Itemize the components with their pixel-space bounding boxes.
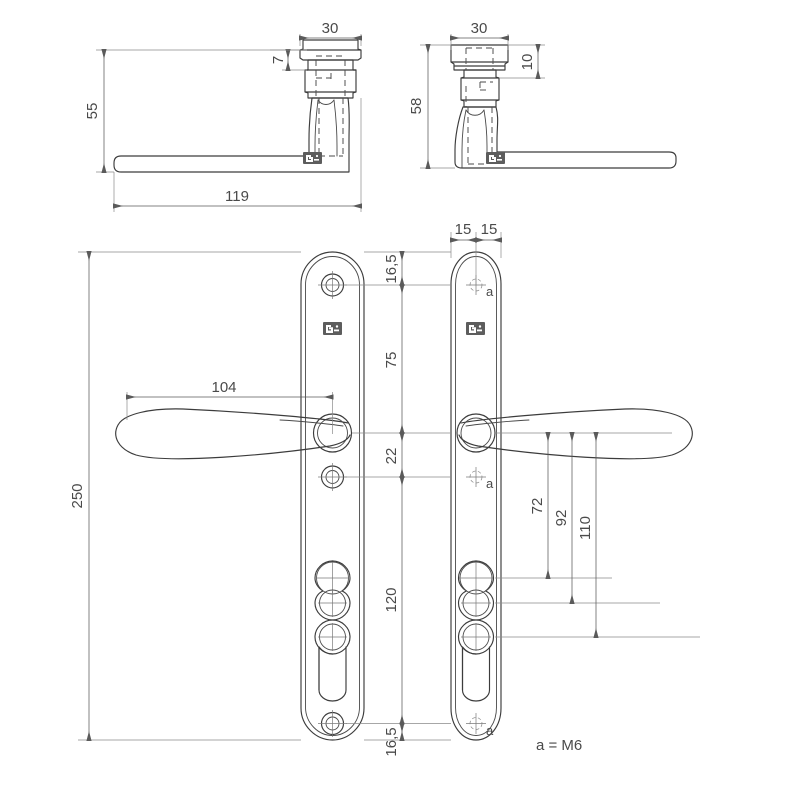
cylinder-cutout-right: [457, 560, 495, 702]
thread-label-a-mid: a: [486, 476, 494, 491]
fixing-screw-top-left: [318, 271, 347, 299]
thread-hole-mid-right: a: [466, 467, 494, 491]
dim-120: 120: [383, 476, 405, 725]
lever-hidden-bore-right: [467, 107, 493, 165]
brand-logo-icon-top-right: [486, 152, 505, 164]
brand-logo-icon-top-left: [303, 152, 322, 164]
brand-logo-icon-plate-right: [466, 322, 485, 335]
lever-rosette-right: [450, 44, 509, 108]
thread-hole-top-right: a: [466, 275, 494, 299]
view-top-left-lever: 30 7 55 119: [84, 20, 362, 212]
dim-30-right-label: 30: [471, 20, 488, 37]
dim-72-label: 72: [529, 498, 546, 515]
dim-22: 22: [383, 432, 405, 478]
backplate-right-outline: [450, 251, 502, 741]
view-top-right-lever: 30 10 58: [408, 20, 677, 169]
thread-label-a-bottom: a: [486, 723, 494, 738]
dim-chain-vertical: 16,5 75 22 120 16,5: [344, 251, 451, 757]
dim-15-left-label: 15: [455, 221, 472, 238]
dim-10-right-label: 10: [519, 54, 536, 71]
dim-58-right-label: 58: [408, 98, 425, 115]
cylinder-cutout-left: [314, 560, 351, 702]
thread-label-a-top: a: [486, 284, 494, 299]
dim-55-left-label: 55: [84, 103, 101, 120]
dim-110: 110: [577, 432, 599, 638]
lever-main-right: [458, 408, 693, 460]
dim-250: 250: [69, 251, 301, 741]
dim-165-bottom-label: 16,5: [383, 727, 400, 756]
dim-15-right-label: 15: [481, 221, 498, 238]
dim-165-top-label: 16,5: [383, 254, 400, 283]
dim-104-label: 104: [211, 379, 236, 396]
dim-10-right: 10: [499, 44, 545, 79]
dim-72: 72: [529, 432, 551, 579]
dim-group-72-92-110: 72 92 110: [495, 432, 700, 638]
dim-119-left-label: 119: [225, 188, 249, 205]
dim-30-left: 30: [299, 20, 362, 46]
view-main-right-backplate: a a: [450, 251, 693, 741]
dim-119-left: 119: [113, 98, 362, 212]
lever-rosette-left: [299, 39, 362, 99]
dim-15-pair: 15 15: [450, 221, 502, 285]
lever-body-right: [454, 106, 677, 169]
dim-104: 104: [126, 379, 334, 434]
fixing-screw-bottom-left: [318, 710, 347, 737]
brand-logo-icon-plate-left: [323, 322, 342, 335]
dim-250-label: 250: [69, 483, 86, 508]
backplate-left-outline: [300, 251, 365, 741]
dim-58-right: 58: [408, 44, 455, 169]
dim-75: 75: [383, 284, 405, 434]
dim-110-label: 110: [577, 516, 594, 540]
dim-7-left-label: 7: [270, 56, 287, 64]
dim-120-label: 120: [383, 587, 400, 612]
dim-75-label: 75: [383, 352, 400, 369]
dim-7-left: 7: [270, 49, 307, 71]
lever-hidden-bore-left: [318, 98, 344, 157]
fixing-screw-mid-left: [318, 463, 347, 491]
lever-main-left: [115, 408, 351, 460]
dim-30-right: 30: [450, 20, 509, 50]
lever-hub-right: [456, 413, 496, 453]
dim-92-label: 92: [553, 510, 570, 527]
dim-22-label: 22: [383, 448, 400, 465]
dim-92: 92: [553, 432, 575, 604]
dim-165-bottom: 16,5: [383, 722, 405, 757]
backplate-right-inner-outline: [455, 256, 497, 736]
thread-hole-bottom-right: a: [466, 713, 494, 738]
dim-55-left: 55: [84, 49, 300, 173]
note-a-equals-m6: a = M6: [536, 737, 582, 754]
dim-30-left-label: 30: [322, 20, 339, 37]
dim-165-top: 16,5: [383, 251, 405, 286]
view-main-left-backplate: [115, 251, 365, 741]
